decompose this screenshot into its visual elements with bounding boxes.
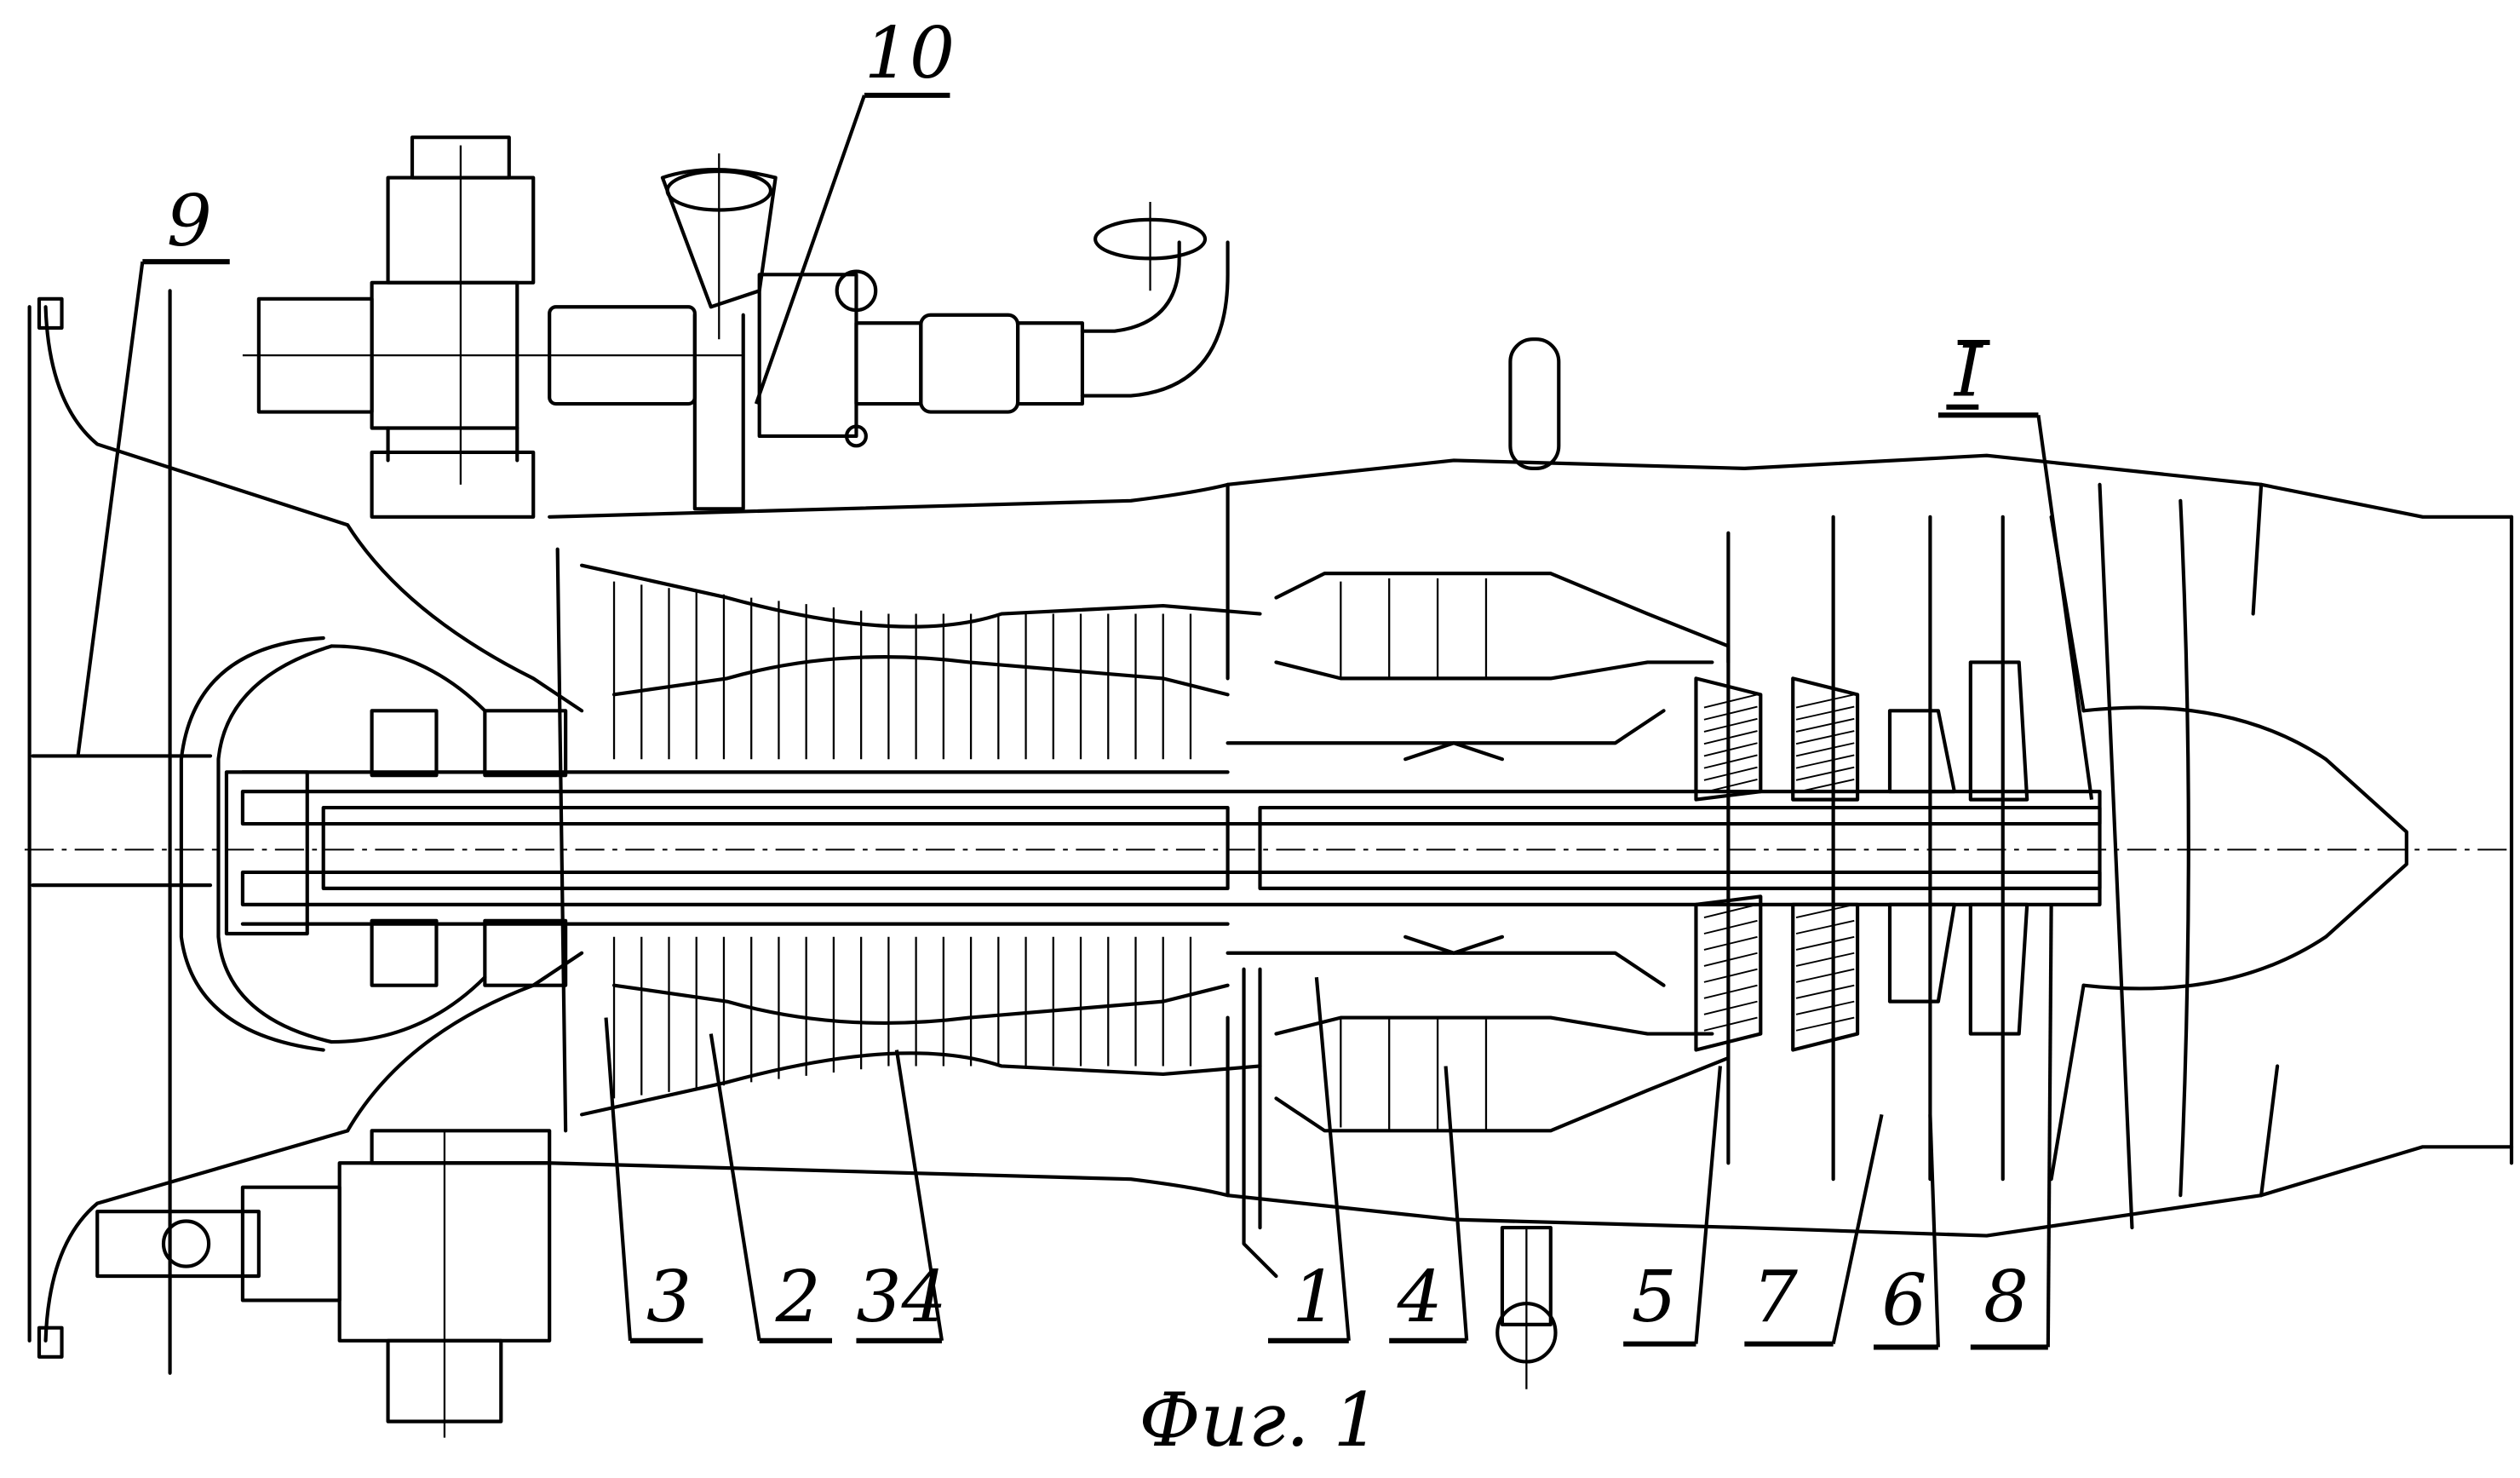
hatch-line <box>1795 919 1855 935</box>
callout-34: 34 <box>856 1050 947 1343</box>
turbine-disk-hatching <box>1703 693 1855 1032</box>
hatch-line <box>1795 984 1855 999</box>
hatch-line <box>1703 903 1758 918</box>
callout-label: 5 <box>1632 1256 1677 1338</box>
hatch-line <box>1703 717 1758 733</box>
hatch-line <box>1703 935 1758 951</box>
callout-label: 10 <box>864 12 955 95</box>
hatch-line <box>1795 935 1855 951</box>
hatch-line <box>1795 730 1855 745</box>
hatch-line <box>1703 754 1758 769</box>
callout-label: 1 <box>1292 1256 1337 1338</box>
hatch-line <box>1795 754 1855 769</box>
callout-4: 4 <box>1389 1066 1469 1343</box>
hatch-line <box>1703 778 1758 793</box>
hatch-line <box>1703 1000 1758 1015</box>
callout-label: 2 <box>775 1256 821 1338</box>
callout-label: 6 <box>1882 1259 1927 1342</box>
inlet-frame <box>27 289 350 1375</box>
callout-3: 3 <box>604 1017 703 1343</box>
callout-6: 6 <box>1874 1114 1940 1350</box>
turbine <box>1694 515 2029 1182</box>
callout-2: 2 <box>709 1033 833 1343</box>
hatch-line <box>1703 952 1758 967</box>
hatch-line <box>1703 730 1758 745</box>
hatch-line <box>1703 919 1758 935</box>
callout-10: 10 <box>754 12 955 405</box>
callout-1: 1 <box>1267 977 1351 1343</box>
hatch-line <box>1795 903 1855 918</box>
accessory-pipes <box>242 135 1230 519</box>
hatch-line <box>1795 717 1855 733</box>
callout-label: 3 <box>646 1256 692 1338</box>
callout-8: 8 <box>1970 904 2053 1350</box>
hatch-line <box>1703 968 1758 983</box>
callout-label: 8 <box>1983 1256 2029 1338</box>
callout-7: 7 <box>1744 1113 1884 1347</box>
callout-9: 9 <box>76 180 230 756</box>
hatch-line <box>1703 984 1758 999</box>
hatch-line <box>1795 952 1855 967</box>
front-housing <box>179 523 584 1133</box>
hatch-line <box>1703 1016 1758 1032</box>
hatch-line <box>1795 968 1855 983</box>
outer-casing <box>548 337 2514 1389</box>
hatch-line <box>1703 705 1758 721</box>
combustion-chamber <box>1242 572 1731 1279</box>
hatch-line <box>1795 742 1855 757</box>
accessory-gearbox <box>95 1129 552 1438</box>
callout-label: 7 <box>1753 1256 1798 1338</box>
callout-label: 4 <box>1397 1256 1443 1338</box>
compressor-blades-upper <box>612 581 1192 760</box>
figure-caption: Фиг. 1 <box>1139 1377 1381 1464</box>
callout-label: I <box>1953 331 1984 413</box>
hatch-line <box>1703 693 1758 709</box>
callout-label: 34 <box>856 1256 946 1338</box>
hatch-line <box>1795 1000 1855 1015</box>
callout-label: 9 <box>167 180 212 262</box>
compressor <box>580 563 1262 1117</box>
rotor-shafts <box>240 709 2102 987</box>
hatch-line <box>1795 766 1855 781</box>
hatch-line <box>1795 705 1855 721</box>
callout-I: I <box>1937 331 2094 800</box>
hatch-line <box>1703 766 1758 781</box>
hatch-line <box>1703 742 1758 757</box>
hatch-line <box>1795 693 1855 709</box>
compressor-blades-lower <box>612 936 1192 1099</box>
hatch-line <box>1795 778 1855 793</box>
callout-5: 5 <box>1623 1066 1722 1347</box>
hatch-line <box>1795 1016 1855 1032</box>
exhaust-cone <box>2049 482 2514 1230</box>
